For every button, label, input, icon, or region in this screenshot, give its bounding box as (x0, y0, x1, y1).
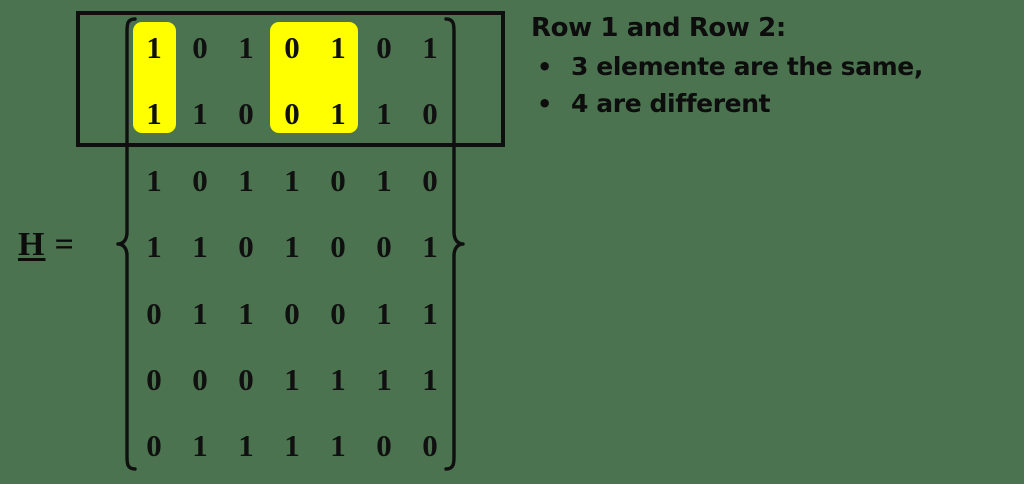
matrix-row: 0 0 0 1 1 1 1 (131, 346, 459, 412)
annotation-bullet-item: • 4 are different (531, 86, 1001, 122)
matrix-cell: 1 (376, 162, 392, 198)
matrix-cell: 0 (422, 427, 438, 463)
matrix-cell: 1 (330, 361, 346, 397)
matrix-cell: 0 (422, 162, 438, 198)
matrix-cell: 0 (376, 29, 392, 65)
bullet-icon: • (537, 89, 552, 118)
highlight-column-1 (133, 22, 176, 133)
matrix-row: 1 0 1 0 1 0 1 (131, 14, 459, 80)
matrix-row: 0 1 1 0 0 1 1 (131, 280, 459, 346)
matrix-cell: 0 (192, 162, 208, 198)
matrix-cell: 0 (330, 295, 346, 331)
matrix-cell: 1 (330, 29, 346, 65)
matrix-cell: 0 (146, 361, 162, 397)
annotation-block: Row 1 and Row 2: • 3 elemente are the sa… (531, 12, 1001, 122)
matrix-cell: 0 (330, 162, 346, 198)
matrix-cell: 1 (284, 228, 300, 264)
matrix-cell: 0 (284, 29, 300, 65)
matrix-cell: 1 (376, 95, 392, 131)
matrix-cell: 0 (284, 295, 300, 331)
matrix-cell: 0 (422, 95, 438, 131)
bullet-icon: • (537, 53, 552, 82)
annotation-bullet-text: 3 elemente are the same, (571, 52, 923, 82)
matrix-cell: 1 (284, 361, 300, 397)
matrix-cell: 1 (146, 228, 162, 264)
matrix-cell: 0 (284, 95, 300, 131)
annotation-title: Row 1 and Row 2: (531, 13, 786, 43)
matrix-cell: 0 (238, 361, 254, 397)
matrix-cell: 1 (192, 95, 208, 131)
matrix-cell: 0 (192, 29, 208, 65)
matrix-right-brace (440, 16, 466, 472)
matrix-cell: 1 (146, 162, 162, 198)
matrix-cell: 1 (146, 29, 162, 65)
matrix-cell: 1 (192, 427, 208, 463)
matrix-cell: 0 (330, 228, 346, 264)
matrix-cell: 0 (376, 228, 392, 264)
matrix-cell: 1 (146, 95, 162, 131)
highlight-column-4-5 (270, 22, 358, 133)
matrix-cell: 0 (238, 95, 254, 131)
matrix-cell: 1 (192, 228, 208, 264)
equals-sign: = (54, 226, 75, 263)
matrix-left-brace (115, 16, 141, 472)
annotation-bullet-item: • 3 elemente are the same, (531, 49, 1001, 85)
matrix-cell: 1 (284, 162, 300, 198)
matrix-cell: 0 (238, 228, 254, 264)
matrix-row: 1 1 0 1 0 0 1 (131, 213, 459, 279)
matrix-cell: 1 (330, 95, 346, 131)
matrix-cell: 1 (376, 295, 392, 331)
matrix-cell: 1 (330, 427, 346, 463)
matrix-cell: 1 (422, 228, 438, 264)
matrix-cell: 1 (238, 29, 254, 65)
matrix-symbol-h: H (18, 226, 46, 263)
matrix-cell: 1 (422, 29, 438, 65)
matrix-cell: 1 (192, 295, 208, 331)
matrix-cell: 0 (192, 361, 208, 397)
annotation-bullet-text: 4 are different (571, 88, 771, 118)
matrix-cell: 0 (146, 295, 162, 331)
matrix-cell: 1 (238, 295, 254, 331)
matrix-cell: 1 (284, 427, 300, 463)
matrix-cell: 1 (422, 295, 438, 331)
matrix-cell: 0 (146, 427, 162, 463)
matrix-row: 1 0 1 1 0 1 0 (131, 147, 459, 213)
annotation-bullet-list: • 3 elemente are the same, • 4 are diffe… (531, 49, 1001, 122)
matrix-row: 1 1 0 0 1 1 0 (131, 80, 459, 146)
matrix-cell: 0 (376, 427, 392, 463)
parity-check-matrix: 1 0 1 0 1 0 1 1 1 0 0 1 1 0 1 0 1 1 0 1 … (131, 14, 459, 474)
matrix-label-equation: H= (18, 220, 118, 270)
matrix-cell: 1 (238, 427, 254, 463)
matrix-row: 0 1 1 1 1 0 0 (131, 412, 459, 478)
matrix-cell: 1 (376, 361, 392, 397)
matrix-cell: 1 (238, 162, 254, 198)
matrix-cell: 1 (422, 361, 438, 397)
